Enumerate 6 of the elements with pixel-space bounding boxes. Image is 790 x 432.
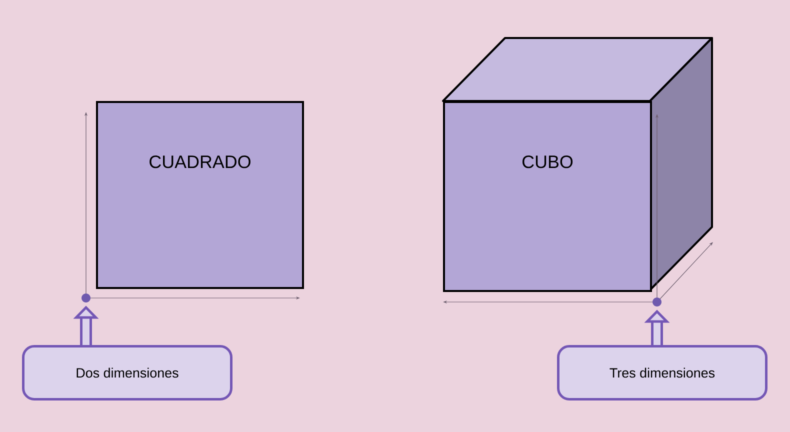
cube-drawing: CUBO [442,37,713,300]
label-box: Tres dimensiones [557,345,768,400]
point-dot [652,298,662,306]
label-box: Dos dimensiones [22,345,232,400]
square-box: CUADRADO [96,101,304,289]
point-dot [82,294,90,302]
